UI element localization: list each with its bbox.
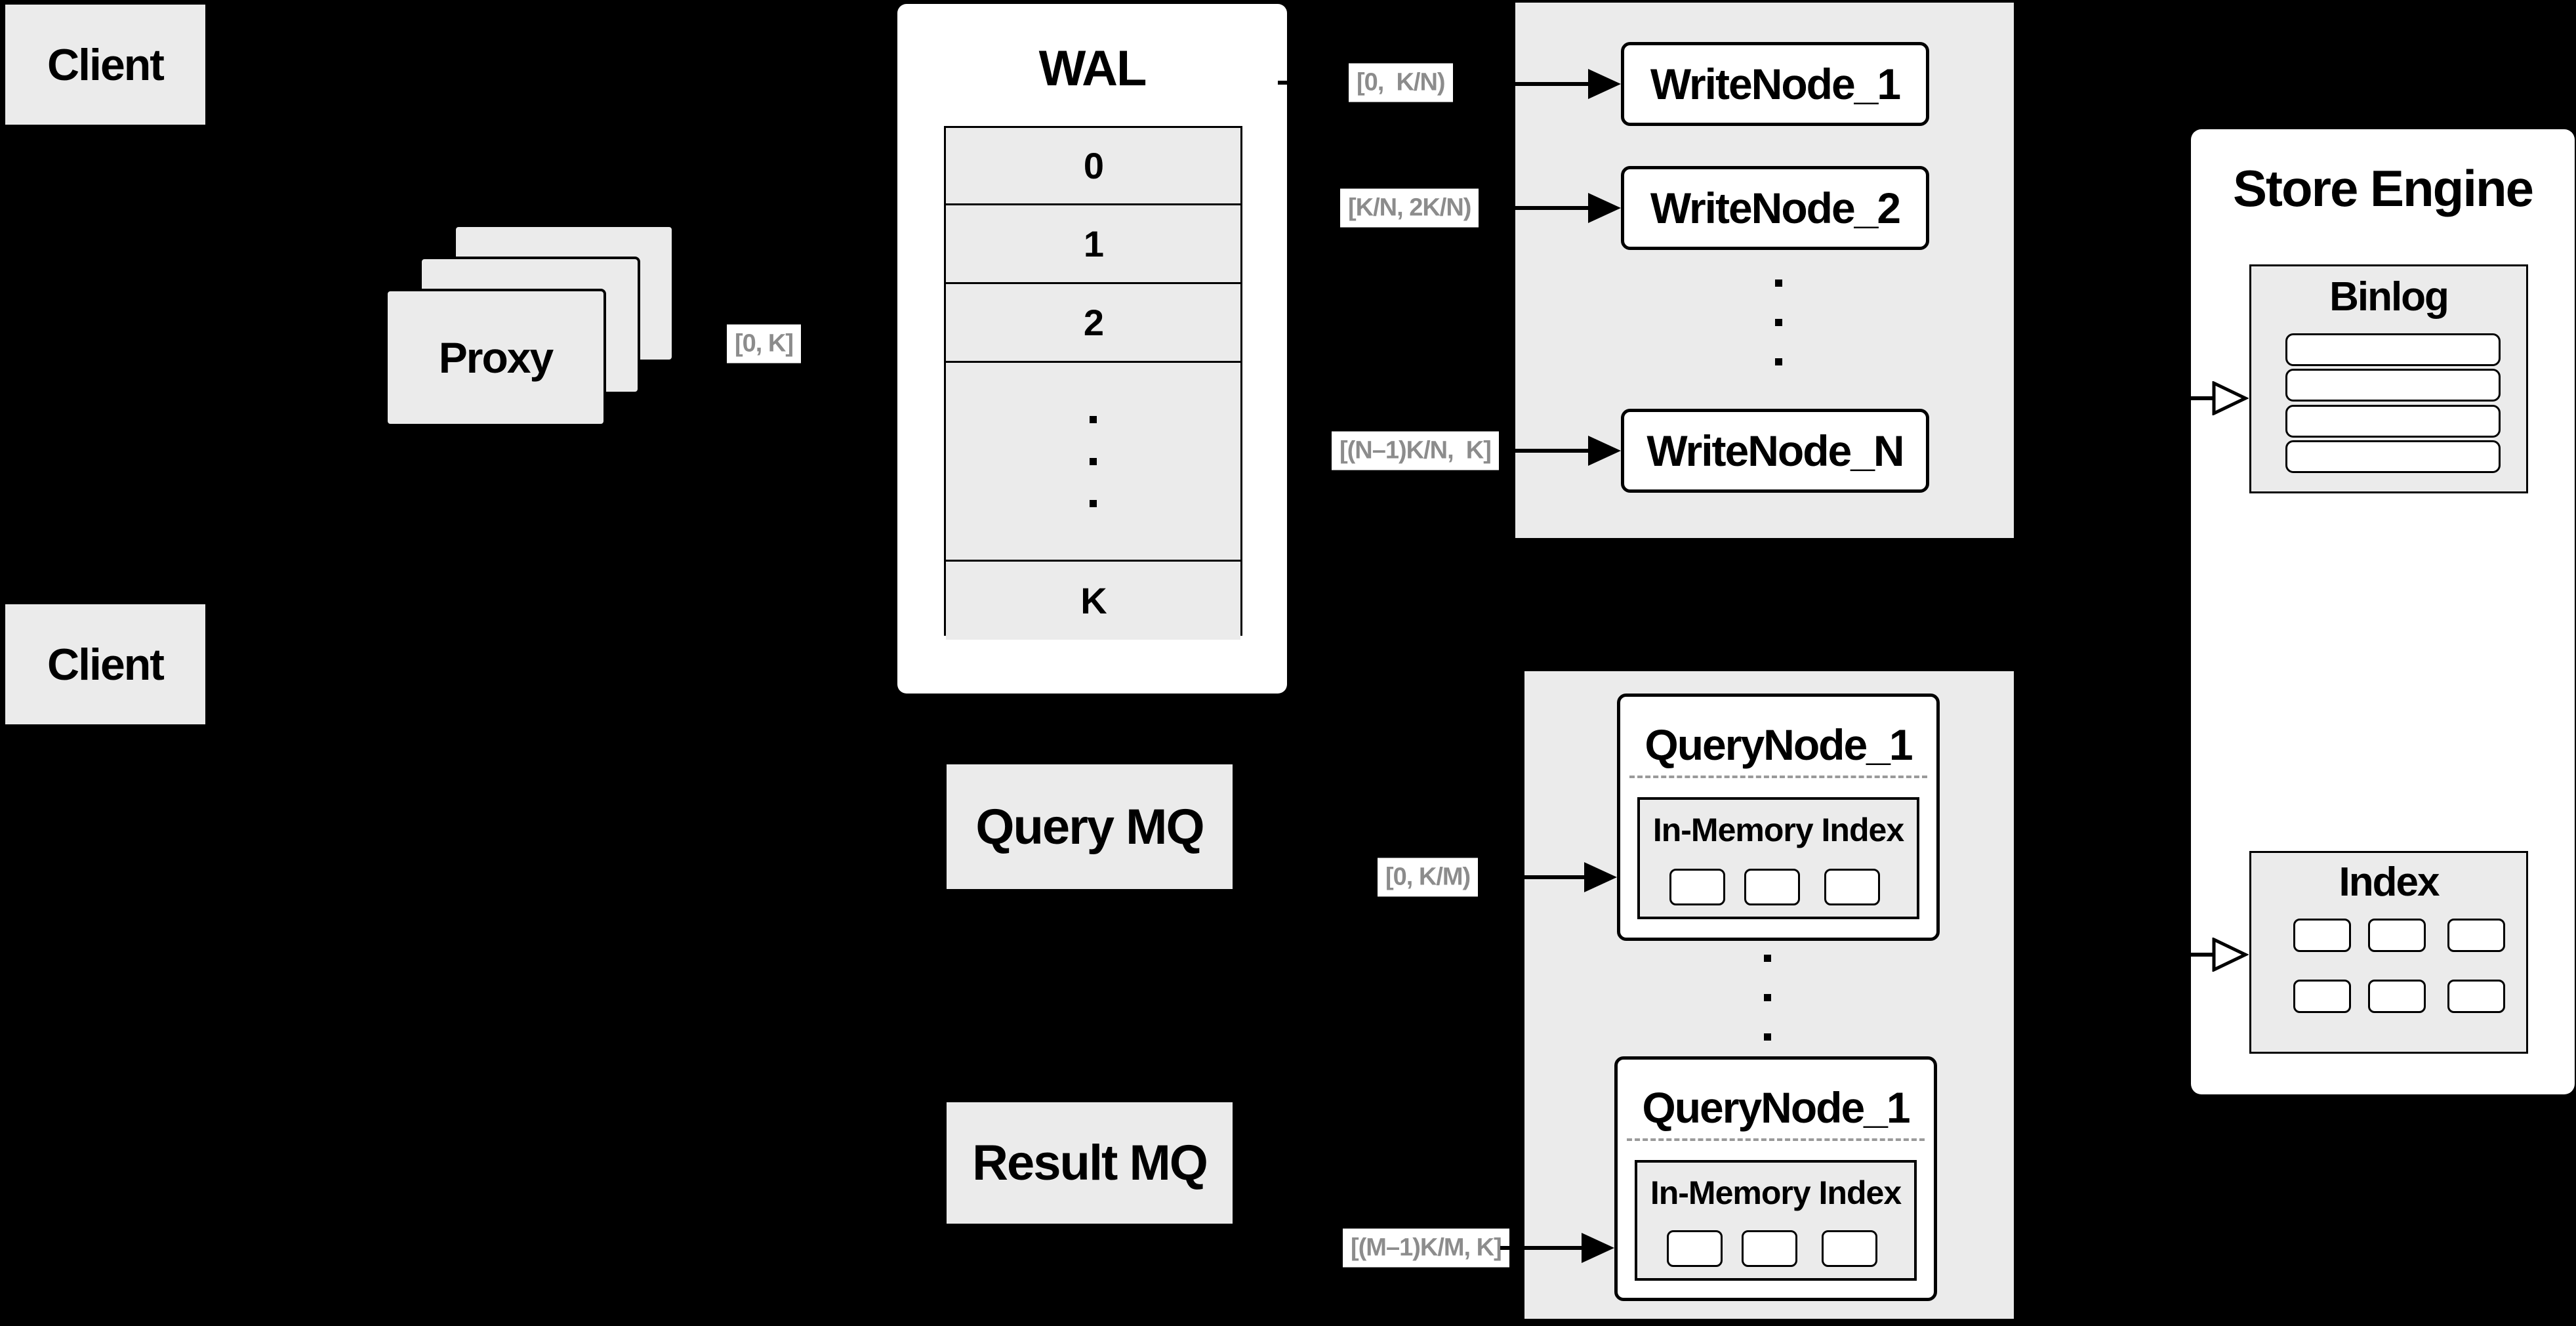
arrow-shaft-writenoden bbox=[1503, 449, 1590, 453]
index-box: Index bbox=[2249, 851, 2528, 1054]
arrowhead-icon-writenode1 bbox=[1588, 69, 1621, 99]
binlog-title: Binlog bbox=[2329, 274, 2449, 320]
writenode-2-label: WriteNode_2 bbox=[1650, 184, 1901, 232]
querynode-2-inmemory-box: In-Memory Index bbox=[1635, 1160, 1917, 1281]
arrow-shaft-writenode1 bbox=[1477, 82, 1590, 86]
wal-to-label1-connector bbox=[1278, 81, 1351, 85]
result-mq-label: Result MQ bbox=[972, 1135, 1208, 1191]
index-segment bbox=[2447, 919, 2505, 952]
client-bottom-label: Client bbox=[47, 639, 165, 690]
range-label-querynode2: [(M–1)K/M, K] bbox=[1343, 1228, 1509, 1268]
range-label-writenode1: [0, K/N) bbox=[1349, 63, 1453, 102]
wal-row-ellipsis bbox=[946, 361, 1240, 560]
range-label-writenode2: [K/N, 2K/N) bbox=[1340, 188, 1479, 228]
range-label-proxy-wal: [0, K] bbox=[727, 324, 801, 363]
writenode-1-box: WriteNode_1 bbox=[1621, 42, 1929, 126]
segment-cell bbox=[1742, 1230, 1797, 1267]
binlog-segment bbox=[2285, 440, 2501, 473]
binlog-segment bbox=[2285, 405, 2501, 438]
querynode-1-label: QueryNode_1 bbox=[1645, 720, 1913, 769]
index-segment bbox=[2293, 980, 2351, 1013]
store-engine-title: Store Engine bbox=[2232, 159, 2534, 217]
writenode-ellipsis-icon bbox=[1775, 280, 1782, 365]
client-top-label: Client bbox=[47, 39, 165, 90]
range-label-querynode1: [0, K/M) bbox=[1378, 858, 1479, 897]
binlog-box: Binlog bbox=[2249, 264, 2528, 493]
query-mq-label: Query MQ bbox=[975, 798, 1204, 855]
wal-row-2: 2 bbox=[946, 282, 1240, 361]
querynode-1-divider bbox=[1629, 776, 1927, 778]
querynode-group: QueryNode_1 In-Memory Index QueryNode_1 bbox=[1524, 671, 2014, 1319]
segment-cell bbox=[1824, 869, 1880, 905]
writenode-1-label: WriteNode_1 bbox=[1650, 60, 1901, 108]
querynode-2-inmemory-label: In-Memory Index bbox=[1650, 1174, 1902, 1211]
wal-title: WAL bbox=[1038, 40, 1147, 96]
ellipsis-dots-icon bbox=[1090, 415, 1097, 507]
querynode-1-box: QueryNode_1 In-Memory Index bbox=[1617, 694, 1940, 941]
index-title: Index bbox=[2339, 859, 2440, 905]
arrow-shaft-querynode2 bbox=[1500, 1246, 1584, 1250]
querynode-1-inmemory-box: In-Memory Index bbox=[1637, 797, 1919, 919]
arrowhead-icon-querynode2 bbox=[1582, 1233, 1614, 1263]
segment-cell bbox=[1744, 869, 1800, 905]
arrow-shaft-binlog bbox=[2024, 396, 2215, 400]
hollow-arrowhead-icon-binlog bbox=[2212, 381, 2249, 415]
arrowhead-icon-querynode1 bbox=[1584, 862, 1617, 892]
binlog-segment bbox=[2285, 369, 2501, 402]
querynode-2-box: QueryNode_1 In-Memory Index bbox=[1614, 1056, 1937, 1301]
arrow-shaft-index bbox=[2024, 953, 2215, 957]
index-segment bbox=[2293, 919, 2351, 952]
querynode-2-divider bbox=[1627, 1138, 1925, 1141]
client-box-bottom: Client bbox=[5, 604, 205, 724]
index-segment bbox=[2447, 980, 2505, 1013]
segment-cell bbox=[1667, 1230, 1723, 1267]
wal-row-k: K bbox=[946, 560, 1240, 640]
hollow-arrowhead-icon-index bbox=[2212, 938, 2249, 972]
query-mq-box: Query MQ bbox=[947, 764, 1233, 889]
wal-box: WAL 0 1 2 K bbox=[897, 4, 1287, 694]
segment-cell bbox=[1822, 1230, 1877, 1267]
querynode-1-inmemory-label: In-Memory Index bbox=[1652, 812, 1904, 848]
querynode-2-label: QueryNode_1 bbox=[1642, 1083, 1910, 1132]
range-label-writenoden: [(N–1)K/N, K] bbox=[1332, 431, 1499, 470]
segment-cell bbox=[1669, 869, 1725, 905]
arrow-shaft-querynode1 bbox=[1490, 875, 1586, 879]
binlog-segment bbox=[2285, 333, 2501, 366]
proxy-label: Proxy bbox=[438, 333, 554, 382]
wal-title-wrap: WAL bbox=[897, 35, 1287, 101]
index-segment bbox=[2368, 980, 2426, 1013]
wal-row-1: 1 bbox=[946, 203, 1240, 282]
querynode-ellipsis-icon bbox=[1764, 955, 1771, 1041]
arrowhead-icon-writenode2 bbox=[1588, 193, 1621, 223]
writenode-n-label: WriteNode_N bbox=[1646, 426, 1904, 475]
writenode-n-box: WriteNode_N bbox=[1621, 409, 1929, 493]
wal-row-0: 0 bbox=[946, 128, 1240, 203]
index-segment bbox=[2368, 919, 2426, 952]
arrow-shaft-writenode2 bbox=[1498, 206, 1590, 210]
result-mq-box: Result MQ bbox=[947, 1102, 1233, 1224]
store-engine-box: Store Engine Binlog Index bbox=[2191, 129, 2575, 1094]
arrowhead-icon-writenoden bbox=[1588, 436, 1621, 466]
wal-table: 0 1 2 K bbox=[944, 126, 1242, 640]
client-box-top: Client bbox=[5, 5, 205, 125]
proxy-box: Proxy bbox=[385, 289, 606, 426]
writenode-2-box: WriteNode_2 bbox=[1621, 166, 1929, 250]
